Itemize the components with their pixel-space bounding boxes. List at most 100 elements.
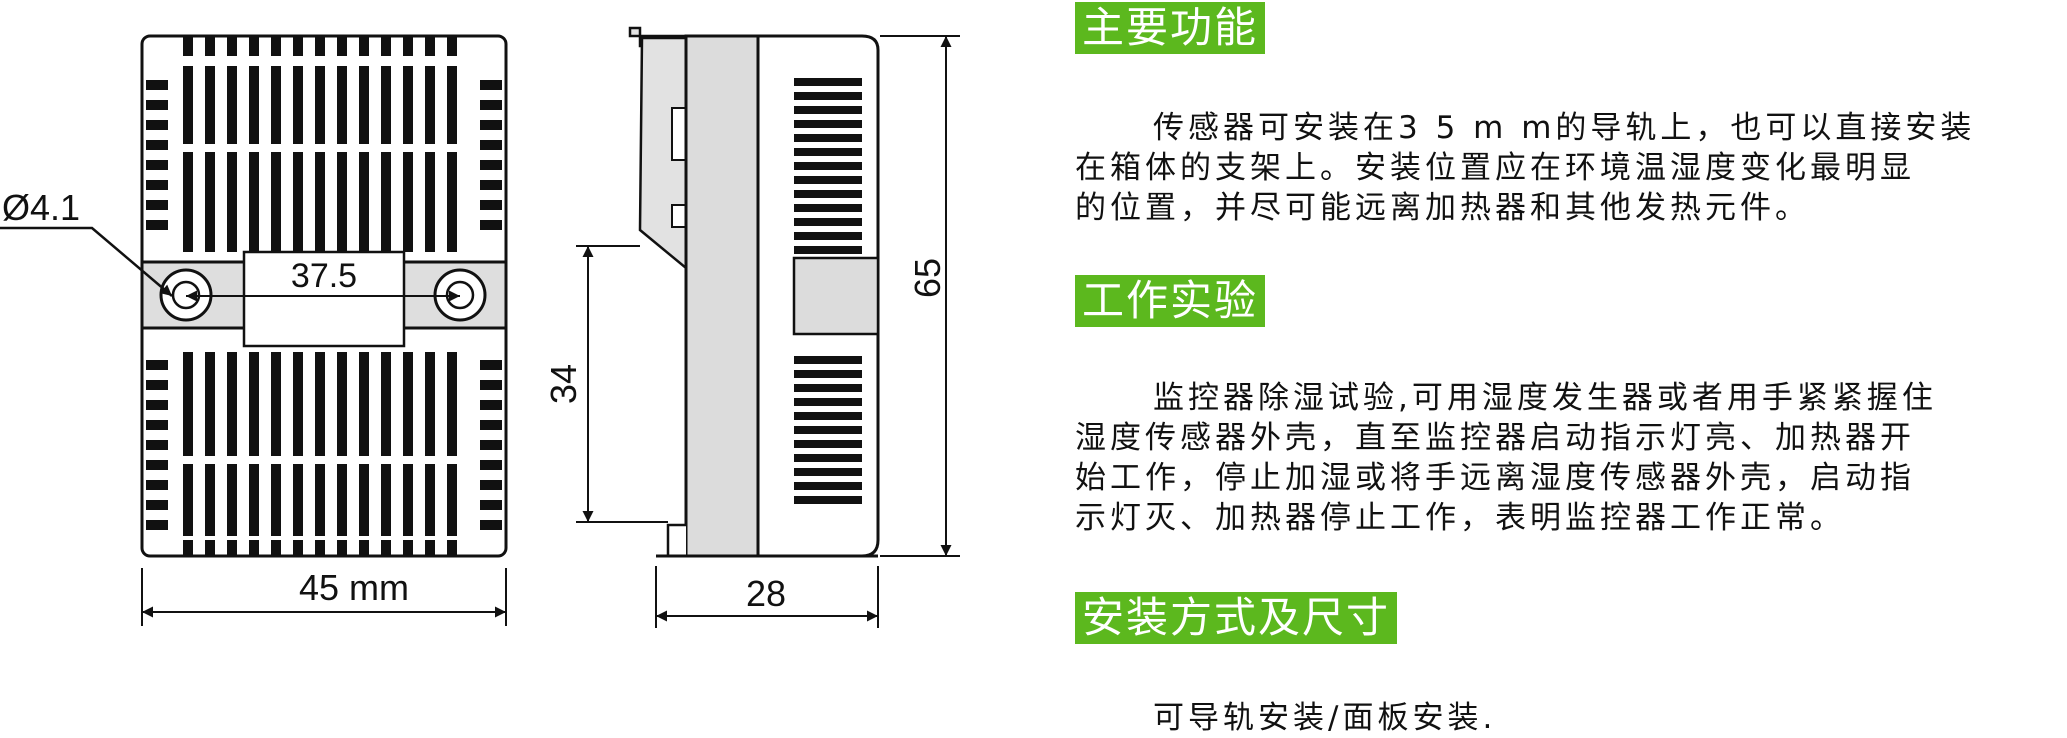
functions-heading: 主要功能 — [1075, 2, 1266, 54]
vent-slot — [381, 152, 391, 252]
vent-slot — [447, 152, 457, 252]
vent-slot — [249, 540, 259, 556]
vent-slot — [337, 36, 347, 56]
side-vent-slot — [480, 520, 502, 530]
side-vent-slot — [146, 160, 168, 170]
vent-slot — [425, 36, 435, 56]
side-vent-slot — [480, 120, 502, 130]
side-vent-slot — [794, 398, 862, 406]
side-vent-slot — [480, 480, 502, 490]
side-vent-slot — [794, 370, 862, 378]
hole-diameter-leader — [0, 226, 173, 297]
side-vent-slot — [794, 468, 862, 476]
front-vents-bottom — [183, 352, 457, 556]
vent-slot — [271, 66, 281, 144]
depth-dimension-label: 28 — [746, 573, 786, 614]
vent-slot — [293, 540, 303, 556]
side-vent-slot — [794, 120, 862, 128]
test-text: 监控器除湿试验,可用湿度发生器或者用手紧紧握住 湿度传感器外壳，直至监控器启动指… — [1075, 378, 2060, 538]
hole-spacing-label: 37.5 — [291, 257, 357, 295]
vent-slot — [205, 464, 215, 536]
side-vent-slot — [794, 454, 862, 462]
side-vent-slot — [794, 92, 862, 100]
install-heading: 安装方式及尺寸 — [1075, 592, 1398, 644]
side-vent-slot — [480, 160, 502, 170]
side-vent-slot — [480, 360, 502, 370]
test-line: 监控器除湿试验,可用湿度发生器或者用手紧紧握住 — [1153, 380, 1937, 416]
vent-slot — [359, 540, 369, 556]
vent-slot — [293, 66, 303, 144]
side-vent-slot — [146, 500, 168, 510]
vent-slot — [205, 352, 215, 456]
vent-slot — [447, 66, 457, 144]
functions-line: 的位置，并尽可能远离加热器和其他发热元件。 — [1075, 190, 1810, 226]
side-vent-slot — [794, 246, 862, 254]
vent-slot — [271, 352, 281, 456]
functions-line: 在箱体的支架上。安装位置应在环境温湿度变化最明显 — [1075, 150, 1915, 186]
side-vent-slot — [794, 148, 862, 156]
side-vent-slot — [480, 420, 502, 430]
vent-slot — [337, 352, 347, 456]
vent-slot — [293, 36, 303, 56]
vent-slot — [293, 152, 303, 252]
side-vent-slot — [794, 78, 862, 86]
vent-slot — [227, 152, 237, 252]
side-vent-slot — [146, 520, 168, 530]
side-vent-slot — [146, 480, 168, 490]
side-vent-slot — [480, 400, 502, 410]
vent-slot — [227, 464, 237, 536]
functions-line: 传感器可安装在3 5 m m的导轨上，也可以直接安装 — [1153, 110, 1976, 146]
side-vent-slot — [794, 482, 862, 490]
vent-slot — [381, 66, 391, 144]
vent-slot — [403, 352, 413, 456]
side-body-base — [684, 34, 760, 558]
side-vent-slot — [480, 180, 502, 190]
vent-slot — [315, 352, 325, 456]
hole-diameter-label: Ø4.1 — [2, 187, 80, 228]
install-text: 可导轨安装/面板安装. — [1075, 698, 2060, 738]
side-vent-slot — [794, 204, 862, 212]
vent-slot — [447, 352, 457, 456]
test-line: 示灯灭、加热器停止工作，表明监控器工作正常。 — [1075, 500, 1845, 536]
side-vent-slot — [480, 380, 502, 390]
vent-slot — [359, 464, 369, 536]
vent-slot — [337, 464, 347, 536]
front-view: 37.5 Ø4.1 45 mm — [0, 34, 508, 626]
front-vents-side — [146, 80, 502, 530]
vent-slot — [205, 152, 215, 252]
vent-slot — [403, 66, 413, 144]
height-dimension-label: 65 — [907, 258, 948, 298]
vent-slot — [315, 36, 325, 56]
side-vent-slot — [794, 162, 862, 170]
vent-slot — [337, 540, 347, 556]
vent-slot — [227, 36, 237, 56]
side-vent-slot — [146, 380, 168, 390]
vent-slot — [403, 464, 413, 536]
vent-slot — [403, 36, 413, 56]
side-vent-slot — [146, 220, 168, 230]
side-vent-slot — [794, 232, 862, 240]
side-vent-slot — [794, 356, 862, 364]
side-vent-slot — [794, 496, 862, 504]
side-vent-slot — [146, 400, 168, 410]
vent-slot — [425, 152, 435, 252]
side-vent-slot — [146, 420, 168, 430]
side-recess — [792, 256, 880, 336]
side-vent-slot — [146, 140, 168, 150]
vent-slot — [271, 36, 281, 56]
vent-slot — [227, 66, 237, 144]
test-line: 始工作，停止加湿或将手远离湿度传感器外壳，启动指 — [1075, 460, 1915, 496]
vent-slot — [249, 352, 259, 456]
rail-height-dimension-label: 34 — [543, 364, 584, 404]
vent-slot — [205, 540, 215, 556]
side-vent-slot — [794, 176, 862, 184]
side-vent-slot — [794, 218, 862, 226]
vent-slot — [337, 152, 347, 252]
install-line: 可导轨安装/面板安装. — [1153, 700, 1497, 736]
vent-slot — [227, 540, 237, 556]
side-vent-slot — [146, 80, 168, 90]
vent-slot — [447, 540, 457, 556]
side-vent-slot — [480, 80, 502, 90]
side-vent-slot — [794, 384, 862, 392]
side-vent-slot — [794, 134, 862, 142]
